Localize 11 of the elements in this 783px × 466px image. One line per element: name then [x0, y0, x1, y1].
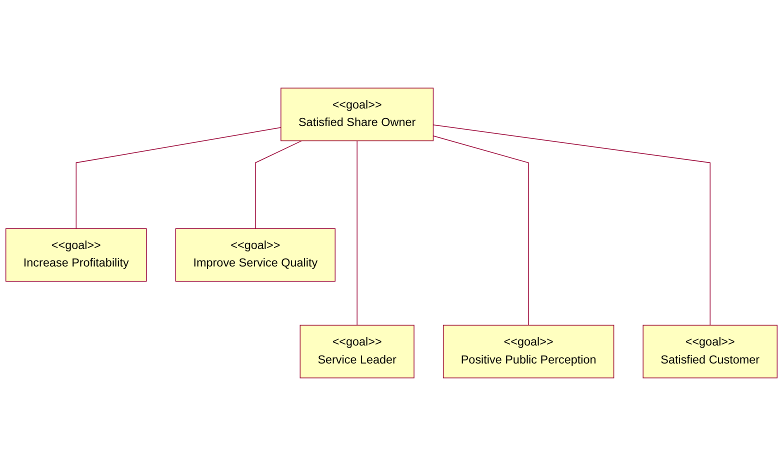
node-box: <<goal>> Satisfied Share Owner: [280, 88, 434, 142]
connector: [356, 140, 358, 326]
connector: [76, 127, 282, 229]
connector: [255, 140, 302, 229]
connector: [432, 124, 710, 326]
node-box: <<goal>> Improve Service Quality: [175, 228, 336, 282]
node-box: <<goal>> Increase Profitability: [6, 228, 147, 282]
node-box: <<goal>> Service Leader: [300, 324, 414, 378]
node-box: <<goal>> Satisfied Customer: [642, 324, 778, 378]
node-box: <<goal>> Positive Public Perception: [442, 324, 614, 378]
connector: [432, 136, 529, 326]
